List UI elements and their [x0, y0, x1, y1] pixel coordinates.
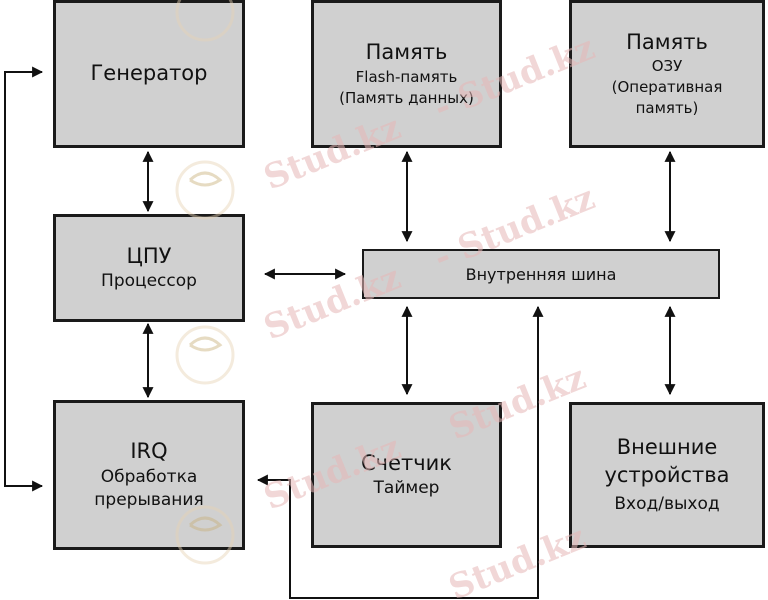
irq-block: IRQ Обработка прерывания [53, 400, 245, 550]
external-line2: устройства [604, 462, 730, 487]
ram-line2: (Оперативная [611, 78, 723, 97]
generator-title: Генератор [90, 61, 208, 86]
external-line1: Внешние [616, 435, 718, 460]
flash-title: Память [365, 40, 448, 65]
line-bus-to-irq [256, 305, 544, 599]
internal-bus-block: Внутренняя шина [362, 249, 720, 299]
cpu-title: ЦПУ [126, 243, 172, 268]
ram-line3: память) [635, 99, 699, 118]
ram-block: Память ОЗУ (Оперативная память) [569, 0, 765, 148]
cpu-subtitle: Процессор [101, 271, 197, 292]
external-line3: Вход/выход [614, 493, 720, 514]
ram-title: Память [626, 29, 708, 54]
counter-title: Счетчик [361, 450, 452, 475]
flash-memory-block: Память Flash-память (Память данных) [311, 0, 502, 148]
ram-line1: ОЗУ [651, 57, 683, 76]
flash-line2: (Память данных) [339, 88, 474, 107]
feedback-line-irq-generator [4, 66, 44, 492]
generator-block: Генератор [53, 0, 245, 148]
external-devices-block: Внешние устройства Вход/выход [569, 402, 765, 548]
irq-line1: Обработка [100, 466, 198, 487]
cpu-block: ЦПУ Процессор [53, 214, 245, 322]
flash-line1: Flash-память [355, 67, 458, 86]
bus-label: Внутренняя шина [465, 264, 617, 284]
irq-title: IRQ [130, 439, 168, 464]
counter-block: Счетчик Таймер [311, 402, 502, 548]
counter-subtitle: Таймер [373, 478, 440, 499]
irq-line2: прерывания [94, 489, 204, 510]
